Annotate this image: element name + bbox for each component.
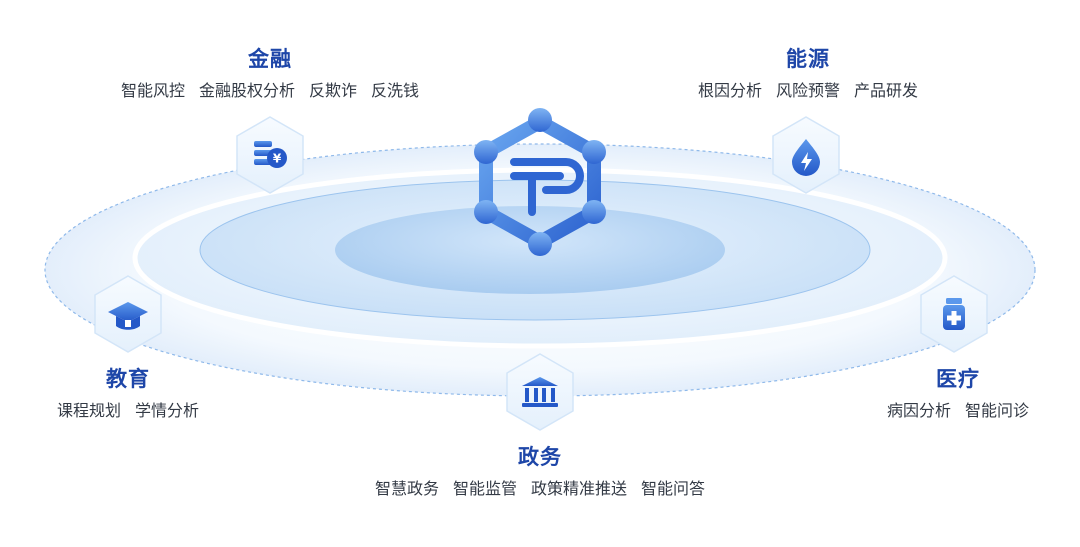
- medical-item: 智能问诊: [965, 401, 1030, 420]
- finance-currency-icon: ¥: [254, 141, 287, 168]
- finance-block: 金融 智能风控金融股权分析反欺诈反洗钱: [70, 45, 470, 103]
- education-block: 教育 课程规划学情分析: [20, 365, 236, 423]
- government-item: 智能监管: [452, 479, 517, 498]
- hub-logo-icon: [474, 108, 606, 256]
- medical-bottle-icon: [943, 298, 965, 330]
- medical-title: 医疗: [936, 367, 980, 391]
- medical-block: 医疗 病因分析智能问诊: [850, 365, 1066, 423]
- government-item: 政策精准推送: [531, 479, 628, 498]
- energy-badge: [772, 116, 840, 194]
- finance-item: 反洗钱: [371, 81, 420, 100]
- government-items: 智慧政务智能监管政策精准推送智能问答: [330, 477, 750, 501]
- government-item: 智慧政务: [374, 479, 439, 498]
- energy-items: 根因分析风险预警产品研发: [658, 79, 958, 103]
- energy-item: 根因分析: [697, 81, 762, 100]
- education-badge: [94, 275, 162, 353]
- government-badge: [506, 353, 574, 431]
- government-title: 政务: [518, 445, 562, 469]
- finance-item: 反欺诈: [309, 81, 358, 100]
- energy-title: 能源: [786, 47, 830, 71]
- medical-items: 病因分析智能问诊: [850, 399, 1066, 423]
- government-item: 智能问答: [641, 479, 706, 498]
- education-title: 教育: [106, 367, 150, 391]
- energy-item: 风险预警: [775, 81, 840, 100]
- medical-item: 病因分析: [886, 401, 951, 420]
- government-block: 政务 智慧政务智能监管政策精准推送智能问答: [330, 443, 750, 501]
- finance-item: 金融股权分析: [198, 81, 295, 100]
- finance-items: 智能风控金融股权分析反欺诈反洗钱: [70, 79, 470, 103]
- finance-title: 金融: [248, 47, 292, 71]
- energy-item: 产品研发: [854, 81, 919, 100]
- finance-badge: ¥: [236, 116, 304, 194]
- energy-block: 能源 根因分析风险预警产品研发: [658, 45, 958, 103]
- education-item: 学情分析: [135, 401, 200, 420]
- education-item: 课程规划: [56, 401, 121, 420]
- government-building-icon: [522, 377, 558, 407]
- education-items: 课程规划学情分析: [20, 399, 236, 423]
- svg-text:¥: ¥: [273, 152, 282, 166]
- medical-badge: [920, 275, 988, 353]
- energy-drop-bolt-icon: [792, 139, 820, 176]
- finance-item: 智能风控: [120, 81, 185, 100]
- education-cap-icon: [108, 302, 148, 330]
